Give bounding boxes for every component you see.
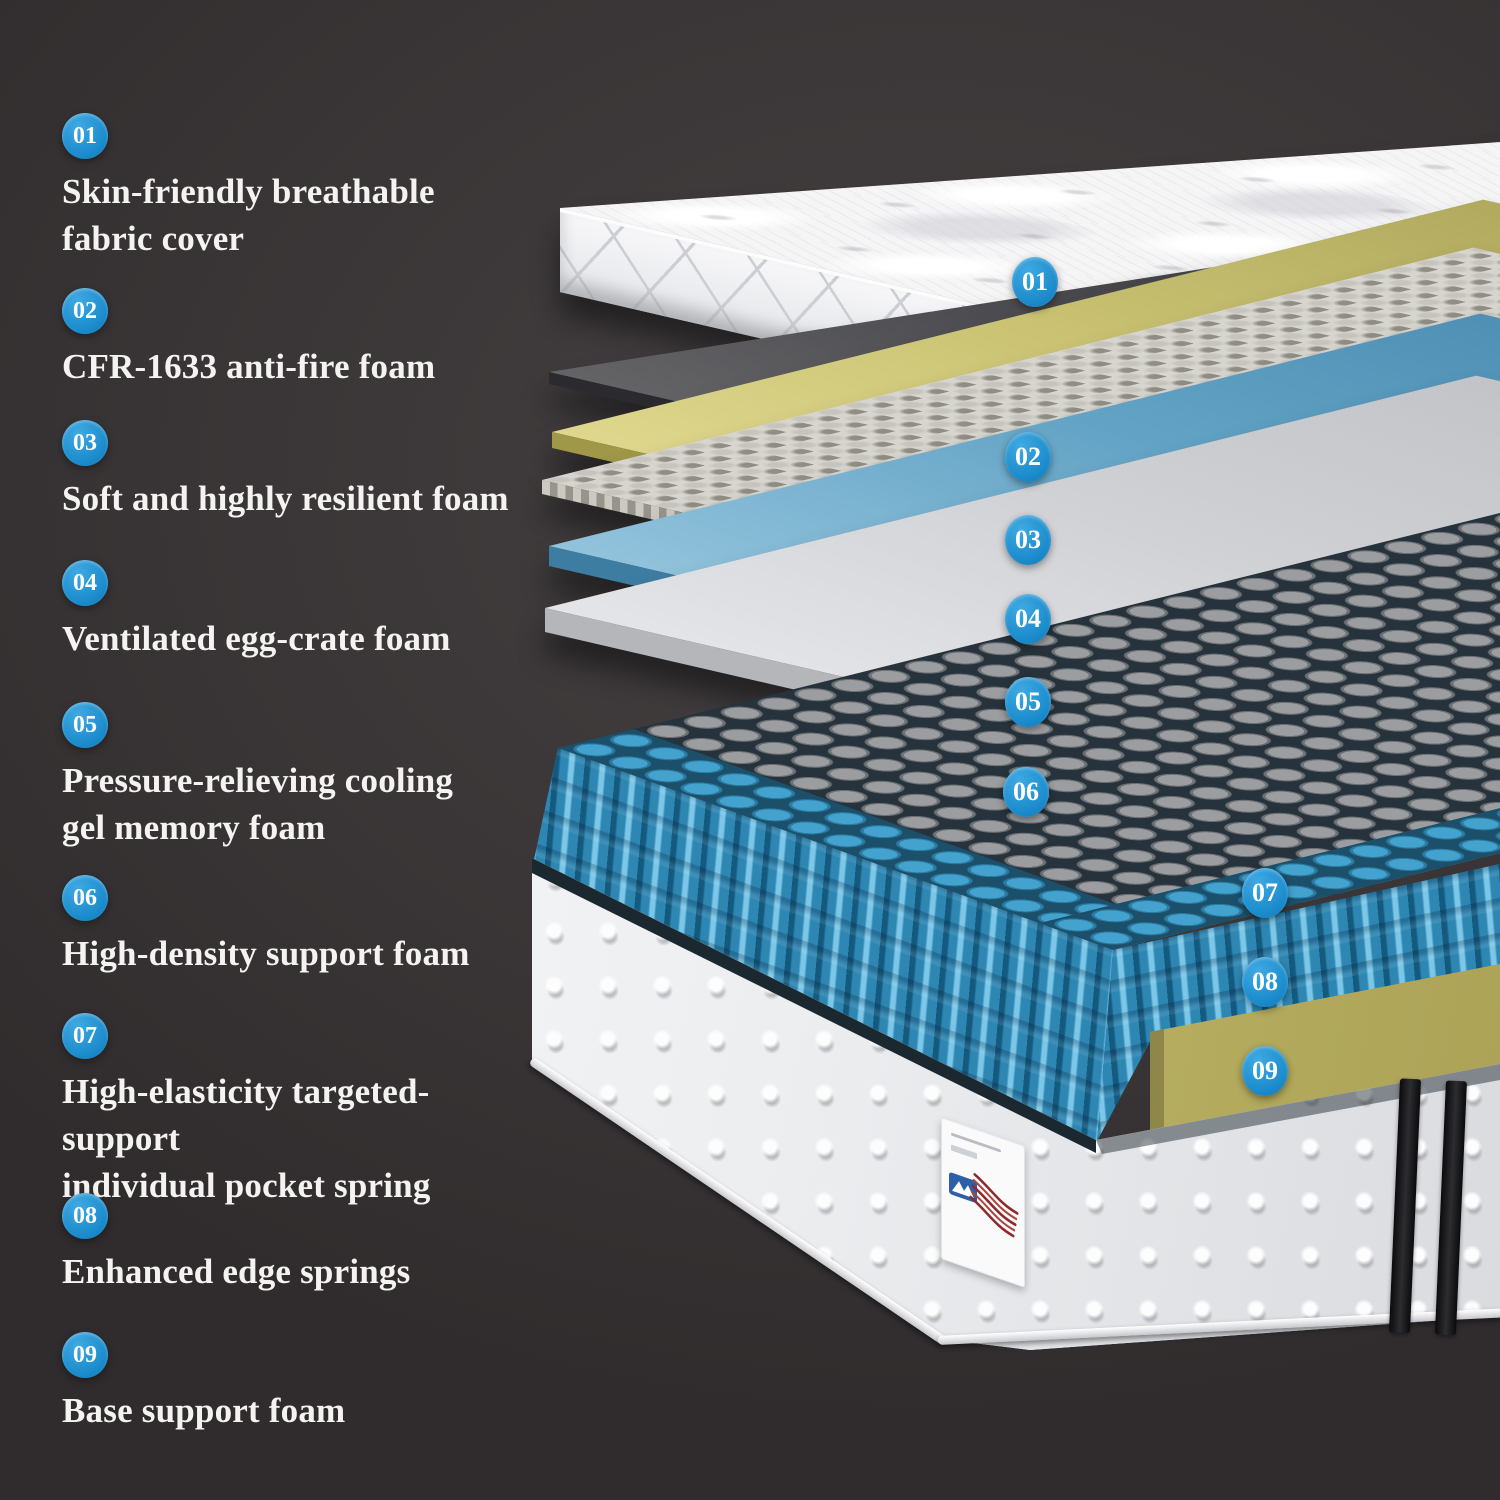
legend-list: 01 Skin-friendly breathable fabric cover… xyxy=(0,0,540,1500)
legend-number-badge-04: 04 xyxy=(62,560,108,606)
legend-label-03: Soft and highly resilient foam xyxy=(62,479,509,518)
diagram-badge-05: 05 xyxy=(1005,677,1051,727)
legend-number-badge-07: 07 xyxy=(62,1013,108,1059)
legend-item-05: 05 Pressure-relieving cooling gel memory… xyxy=(62,702,453,851)
legend-label-06: High-density support foam xyxy=(62,934,470,973)
legend-number-badge-02: 02 xyxy=(62,288,108,334)
legend-item-06: 06 High-density support foam xyxy=(62,875,470,977)
legend-item-04: 04 Ventilated egg-crate foam xyxy=(62,560,451,662)
legend-label-08: Enhanced edge springs xyxy=(62,1252,411,1291)
legend-item-01: 01 Skin-friendly breathable fabric cover xyxy=(62,113,435,262)
legend-number-badge-09: 09 xyxy=(62,1332,108,1378)
flag-stripes-icon xyxy=(969,1173,1019,1238)
legend-number-badge-08: 08 xyxy=(62,1193,108,1239)
label-tag xyxy=(941,1117,1025,1288)
legend-number-badge-01: 01 xyxy=(62,113,108,159)
legend-item-03: 03 Soft and highly resilient foam xyxy=(62,420,509,522)
legend-item-07: 07 High-elasticity targeted-support indi… xyxy=(62,1013,540,1209)
corner-ribbon xyxy=(1385,1078,1476,1336)
diagram-badge-03: 03 xyxy=(1005,515,1051,565)
legend-label-02: CFR-1633 anti-fire foam xyxy=(62,347,436,386)
label-tag-graphic xyxy=(949,1132,1019,1238)
legend-label-07: High-elasticity targeted-support individ… xyxy=(62,1072,431,1205)
ribbon-stripe-left xyxy=(1388,1078,1422,1334)
legend-item-02: 02 CFR-1633 anti-fire foam xyxy=(62,288,435,390)
diagram-badge-02: 02 xyxy=(1005,432,1051,482)
diagram-badge-09: 09 xyxy=(1242,1046,1288,1096)
legend-label-04: Ventilated egg-crate foam xyxy=(62,619,451,658)
diagram-badge-01: 01 xyxy=(1012,257,1058,307)
label-icons xyxy=(951,1144,977,1160)
diagram-badge-06: 06 xyxy=(1003,767,1049,817)
legend-label-09: Base support foam xyxy=(62,1391,346,1430)
legend-item-08: 08 Enhanced edge springs xyxy=(62,1193,410,1295)
legend-number-badge-06: 06 xyxy=(62,875,108,921)
diagram-badge-07: 07 xyxy=(1242,868,1288,918)
ribbon-stripe-right xyxy=(1434,1080,1467,1336)
brand-logo-mountains xyxy=(952,1181,974,1199)
legend-item-09: 09 Base support foam xyxy=(62,1332,345,1434)
legend-label-05: Pressure-relieving cooling gel memory fo… xyxy=(62,761,454,847)
label-text-line xyxy=(951,1132,1001,1153)
legend-label-01: Skin-friendly breathable fabric cover xyxy=(62,172,435,258)
legend-number-badge-03: 03 xyxy=(62,420,108,466)
diagram-badge-04: 04 xyxy=(1005,594,1051,644)
diagram-badge-08: 08 xyxy=(1242,957,1288,1007)
legend-number-badge-05: 05 xyxy=(62,702,108,748)
